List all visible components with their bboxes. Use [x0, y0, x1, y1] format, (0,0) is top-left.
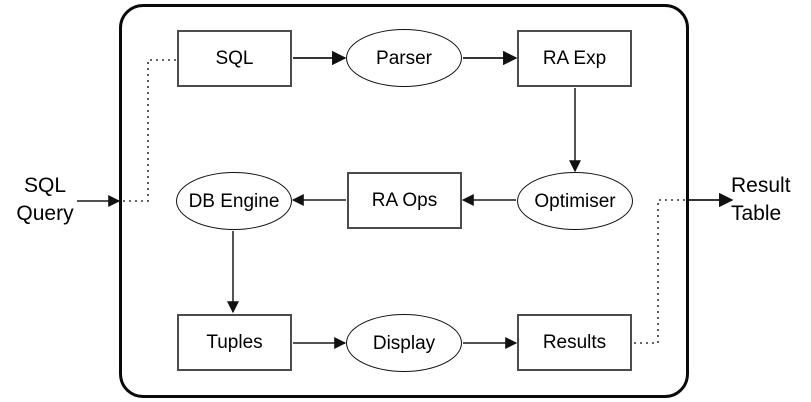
- system-boundary: [119, 4, 689, 398]
- node-ra-exp-label: RA Exp: [542, 48, 607, 69]
- node-sql-label: SQL: [215, 48, 254, 69]
- node-ra-ops: RA Ops: [347, 172, 462, 229]
- node-display: Display: [346, 314, 462, 372]
- output-label-line2: Table: [731, 202, 782, 225]
- output-label-result-table: Result Table: [731, 172, 809, 228]
- input-label-line1: SQL: [23, 174, 67, 197]
- node-parser-label: Parser: [376, 47, 432, 69]
- node-ra-exp: RA Exp: [517, 30, 632, 87]
- node-results-label: Results: [542, 332, 607, 353]
- node-optimiser: Optimiser: [517, 172, 633, 230]
- node-db-engine: DB Engine: [176, 172, 292, 230]
- input-label-sql-query: SQL Query: [10, 172, 80, 228]
- node-results: Results: [517, 314, 632, 371]
- node-display-label: Display: [372, 332, 436, 354]
- node-sql: SQL: [177, 30, 292, 87]
- node-tuples-label: Tuples: [206, 332, 263, 353]
- node-db-engine-label: DB Engine: [188, 190, 280, 212]
- node-optimiser-label: Optimiser: [534, 190, 616, 212]
- node-tuples: Tuples: [177, 314, 292, 371]
- node-ra-ops-label: RA Ops: [371, 190, 438, 211]
- output-label-line1: Result: [731, 174, 791, 197]
- node-parser: Parser: [346, 29, 462, 87]
- input-label-line2: Query: [16, 202, 74, 225]
